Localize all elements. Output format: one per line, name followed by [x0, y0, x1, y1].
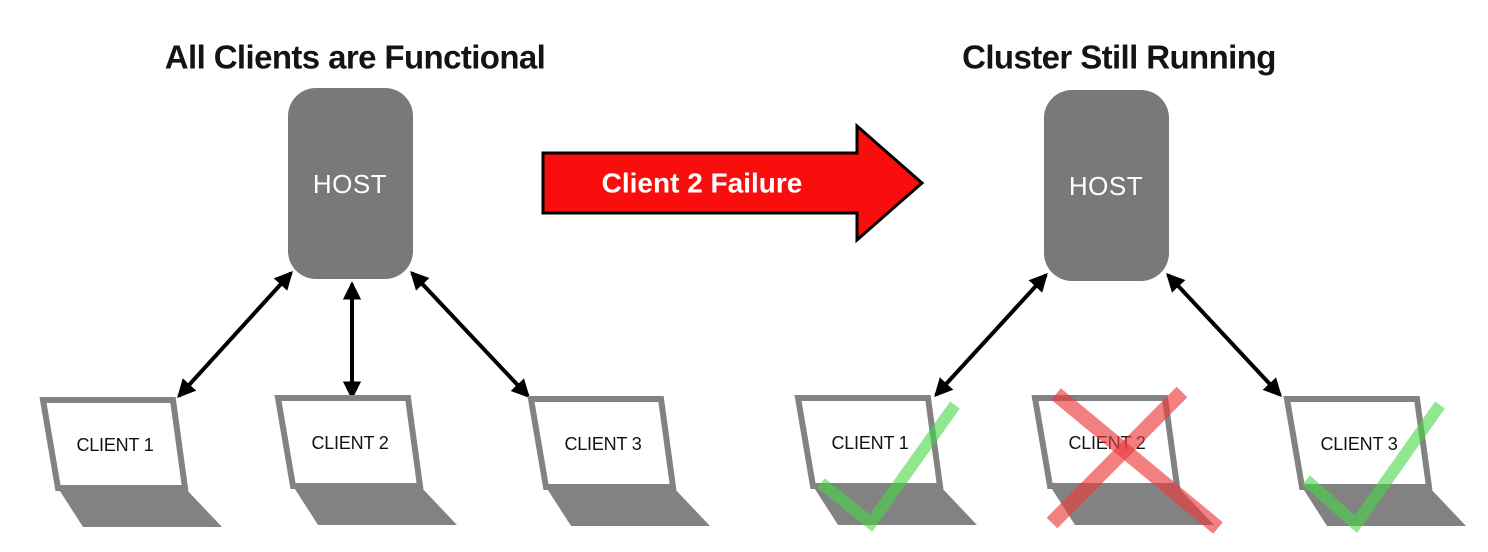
laptop-screen [274, 395, 424, 489]
cross-icon [1046, 386, 1188, 529]
connection-arrow-host-client1 [177, 270, 293, 399]
right-arrow-shape [541, 122, 925, 244]
client-label: CLIENT 1 [831, 433, 908, 453]
client-node-2: CLIENT 2 [274, 395, 457, 525]
connection-arrow-host-client3 [1166, 272, 1282, 398]
right-panel: Cluster Still Running HOST CLIENT 1 CLIE… [794, 39, 1466, 534]
laptop-screen [39, 397, 189, 491]
client-label: CLIENT 3 [1320, 434, 1397, 454]
host-node-label: HOST [313, 169, 387, 199]
right-panel-title: Cluster Still Running [962, 39, 1276, 76]
laptop-base [546, 487, 710, 526]
host-node [288, 88, 413, 279]
left-panel-title: All Clients are Functional [165, 39, 545, 76]
client-label: CLIENT 1 [76, 435, 153, 455]
client-node-3: CLIENT 3 [1283, 396, 1466, 526]
host-node-label: HOST [1069, 171, 1143, 201]
client-label: CLIENT 2 [311, 433, 388, 453]
failure-transition-arrow: Client 2 Failure [541, 122, 925, 244]
laptop-screen [527, 396, 677, 490]
client-label: CLIENT 3 [564, 434, 641, 454]
check-icon [1302, 401, 1445, 533]
failure-arrow-label: Client 2 Failure [602, 168, 803, 199]
connection-arrow-host-client1 [934, 272, 1048, 398]
check-icon [817, 401, 960, 532]
cross-icon [1051, 388, 1223, 534]
client-node-1: CLIENT 1 [39, 397, 222, 527]
left-panel: All Clients are Functional HOST CLIENT 1… [39, 39, 710, 527]
connection-arrow-host-client3 [410, 270, 530, 399]
laptop-base [293, 486, 457, 525]
laptop-base [58, 488, 222, 527]
host-node [1044, 90, 1169, 281]
laptop-screen [794, 395, 944, 489]
client-node-3: CLIENT 3 [527, 396, 710, 526]
